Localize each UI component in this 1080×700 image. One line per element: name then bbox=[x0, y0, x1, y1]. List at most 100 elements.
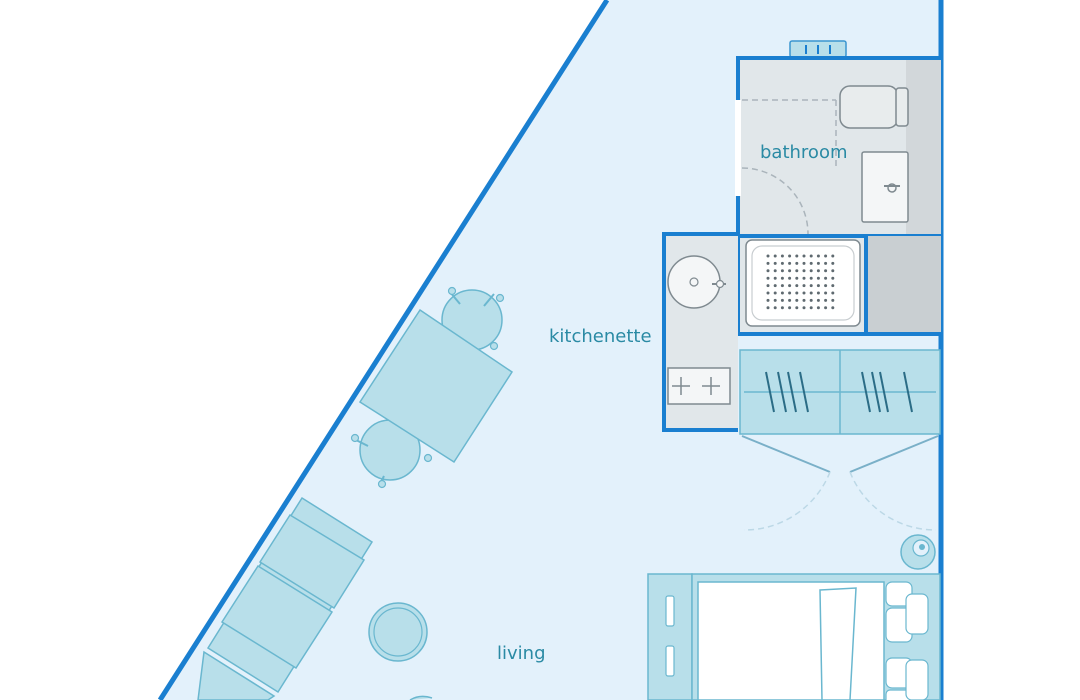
shower-dot bbox=[780, 284, 784, 288]
shower-dot bbox=[780, 276, 784, 280]
shower-dot bbox=[780, 269, 784, 273]
shower-dot bbox=[766, 261, 770, 265]
shower-dot bbox=[773, 261, 777, 265]
shower-dot bbox=[809, 254, 813, 258]
shower-dot bbox=[788, 298, 792, 302]
shower-dot bbox=[809, 269, 813, 273]
armchair-edge bbox=[409, 695, 433, 700]
shower-dot bbox=[780, 291, 784, 295]
hanger-icon bbox=[903, 371, 913, 413]
plant-icon bbox=[900, 534, 936, 570]
bathroom-sink-icon bbox=[861, 151, 909, 223]
shower-dot bbox=[802, 276, 806, 280]
shower-dot bbox=[824, 269, 828, 273]
shower-dot bbox=[795, 298, 799, 302]
shower-dot bbox=[831, 261, 835, 265]
kitchenette-counter bbox=[662, 232, 738, 432]
shower-dot bbox=[773, 291, 777, 295]
shower-dot bbox=[766, 254, 770, 258]
shower-dot bbox=[795, 261, 799, 265]
shower-dot bbox=[766, 298, 770, 302]
shower-dot bbox=[788, 261, 792, 265]
shower-dot bbox=[809, 291, 813, 295]
side-table bbox=[368, 602, 428, 662]
dining-set bbox=[350, 286, 514, 489]
shower-dot bbox=[809, 284, 813, 288]
shower-dot bbox=[795, 291, 799, 295]
shower-dot bbox=[802, 291, 806, 295]
bed bbox=[647, 573, 941, 700]
wardrobe bbox=[739, 349, 941, 531]
shower-dot bbox=[766, 306, 770, 310]
diagonal-wall bbox=[157, 0, 610, 700]
shower-dot bbox=[802, 306, 806, 310]
shower-dot bbox=[788, 269, 792, 273]
shower-dot bbox=[773, 276, 777, 280]
shower-dot bbox=[824, 306, 828, 310]
shower-dot bbox=[802, 269, 806, 273]
shower-dot bbox=[788, 254, 792, 258]
cooktop-icon bbox=[667, 367, 731, 405]
shower-dot bbox=[773, 284, 777, 288]
shower-dot bbox=[795, 284, 799, 288]
shower-dot bbox=[766, 284, 770, 288]
hanger-icon bbox=[871, 371, 881, 413]
bathroom-room bbox=[735, 56, 941, 238]
shower-dot bbox=[773, 306, 777, 310]
hanger-icon bbox=[787, 371, 797, 413]
dining-table bbox=[358, 308, 514, 464]
shower-dot bbox=[802, 298, 806, 302]
shower-dot bbox=[788, 291, 792, 295]
shower-dot bbox=[831, 276, 835, 280]
shower-dot bbox=[780, 261, 784, 265]
shower-dot bbox=[831, 254, 835, 258]
shower-dot bbox=[816, 284, 820, 288]
shower-dot bbox=[824, 298, 828, 302]
shower-dot bbox=[816, 291, 820, 295]
shower-dot bbox=[795, 269, 799, 273]
shower-dot bbox=[816, 254, 820, 258]
kitchenette-label: kitchenette bbox=[549, 326, 652, 347]
shower-dot bbox=[809, 298, 813, 302]
hanger-icon bbox=[777, 371, 787, 413]
toilet-icon bbox=[839, 85, 909, 129]
shower-dot bbox=[831, 284, 835, 288]
shower-dot bbox=[831, 298, 835, 302]
shower-dot bbox=[802, 284, 806, 288]
shower-dot bbox=[773, 269, 777, 273]
kitchen-sink-icon bbox=[667, 255, 726, 309]
shower-dot bbox=[816, 298, 820, 302]
shower-dot bbox=[780, 254, 784, 258]
shower-dot bbox=[816, 306, 820, 310]
shower-dot bbox=[788, 306, 792, 310]
shower-dot bbox=[824, 261, 828, 265]
shower-dot bbox=[809, 276, 813, 280]
shower-dot bbox=[809, 261, 813, 265]
hanger-icon bbox=[879, 371, 889, 413]
hanger-icon bbox=[765, 371, 775, 413]
shower-dot bbox=[795, 254, 799, 258]
shower-dot bbox=[766, 291, 770, 295]
shower-dot bbox=[795, 306, 799, 310]
shower-dot bbox=[831, 291, 835, 295]
shower-dot bbox=[816, 261, 820, 265]
shower-dot bbox=[766, 276, 770, 280]
shower-drain-dots bbox=[766, 254, 835, 310]
shower-dot bbox=[816, 269, 820, 273]
radiator-icon bbox=[789, 40, 847, 58]
shower-dot bbox=[802, 254, 806, 258]
shower-dot bbox=[824, 291, 828, 295]
shower-dot bbox=[816, 276, 820, 280]
hanger-icon bbox=[861, 371, 871, 413]
shower-dot bbox=[824, 284, 828, 288]
shower-dot bbox=[809, 306, 813, 310]
living-label: living bbox=[497, 643, 546, 664]
shower-dot bbox=[773, 254, 777, 258]
shower-dot bbox=[824, 276, 828, 280]
shower-dot bbox=[766, 269, 770, 273]
bathroom-label: bathroom bbox=[760, 142, 848, 163]
shower-dot bbox=[795, 276, 799, 280]
shower-tray-icon bbox=[745, 239, 861, 327]
shower-room bbox=[736, 234, 941, 336]
